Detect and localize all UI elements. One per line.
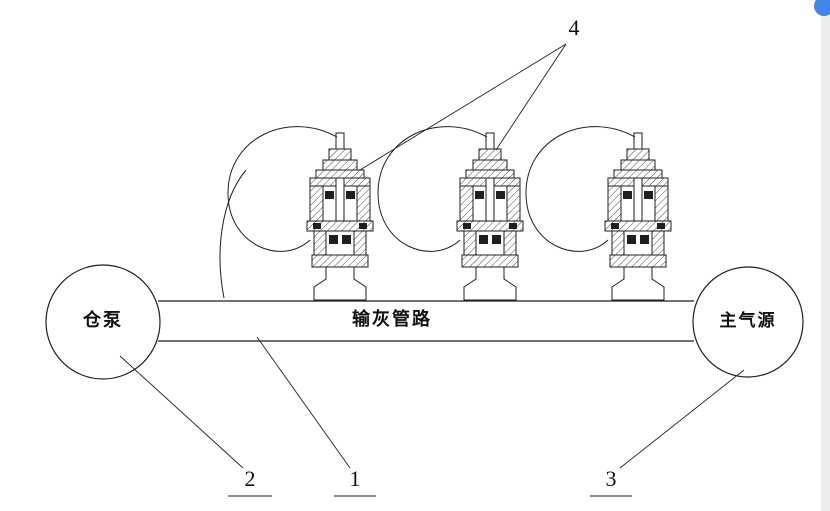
leader-1 [256, 336, 351, 469]
gas-source-label: 主气源 [720, 310, 777, 330]
tube-valve-3 [525, 126, 636, 252]
callout-pump: 2 [245, 466, 256, 491]
pump-label: 仓泵 [82, 309, 123, 330]
leader-3 [619, 369, 745, 469]
leader-4a [359, 43, 567, 171]
leader-2 [119, 355, 244, 469]
leader-lines [119, 43, 745, 497]
tube-valve-1-drop [219, 169, 247, 299]
leader-4b [495, 43, 567, 151]
tube-valve-1 [227, 126, 338, 252]
air-tubes [219, 126, 636, 299]
scrollbar-gutter[interactable] [821, 0, 830, 511]
gas-source-circle [692, 266, 804, 378]
notification-dot-icon[interactable] [814, 0, 830, 16]
pump-circle [45, 264, 161, 380]
pipeline-label: 输灰管路 [352, 308, 432, 329]
callout-gas-source: 3 [606, 466, 617, 491]
tube-valve-2 [377, 126, 488, 252]
callout-pipeline: 1 [350, 466, 361, 491]
callout-valves: 4 [569, 15, 580, 40]
pipeline [158, 300, 694, 342]
